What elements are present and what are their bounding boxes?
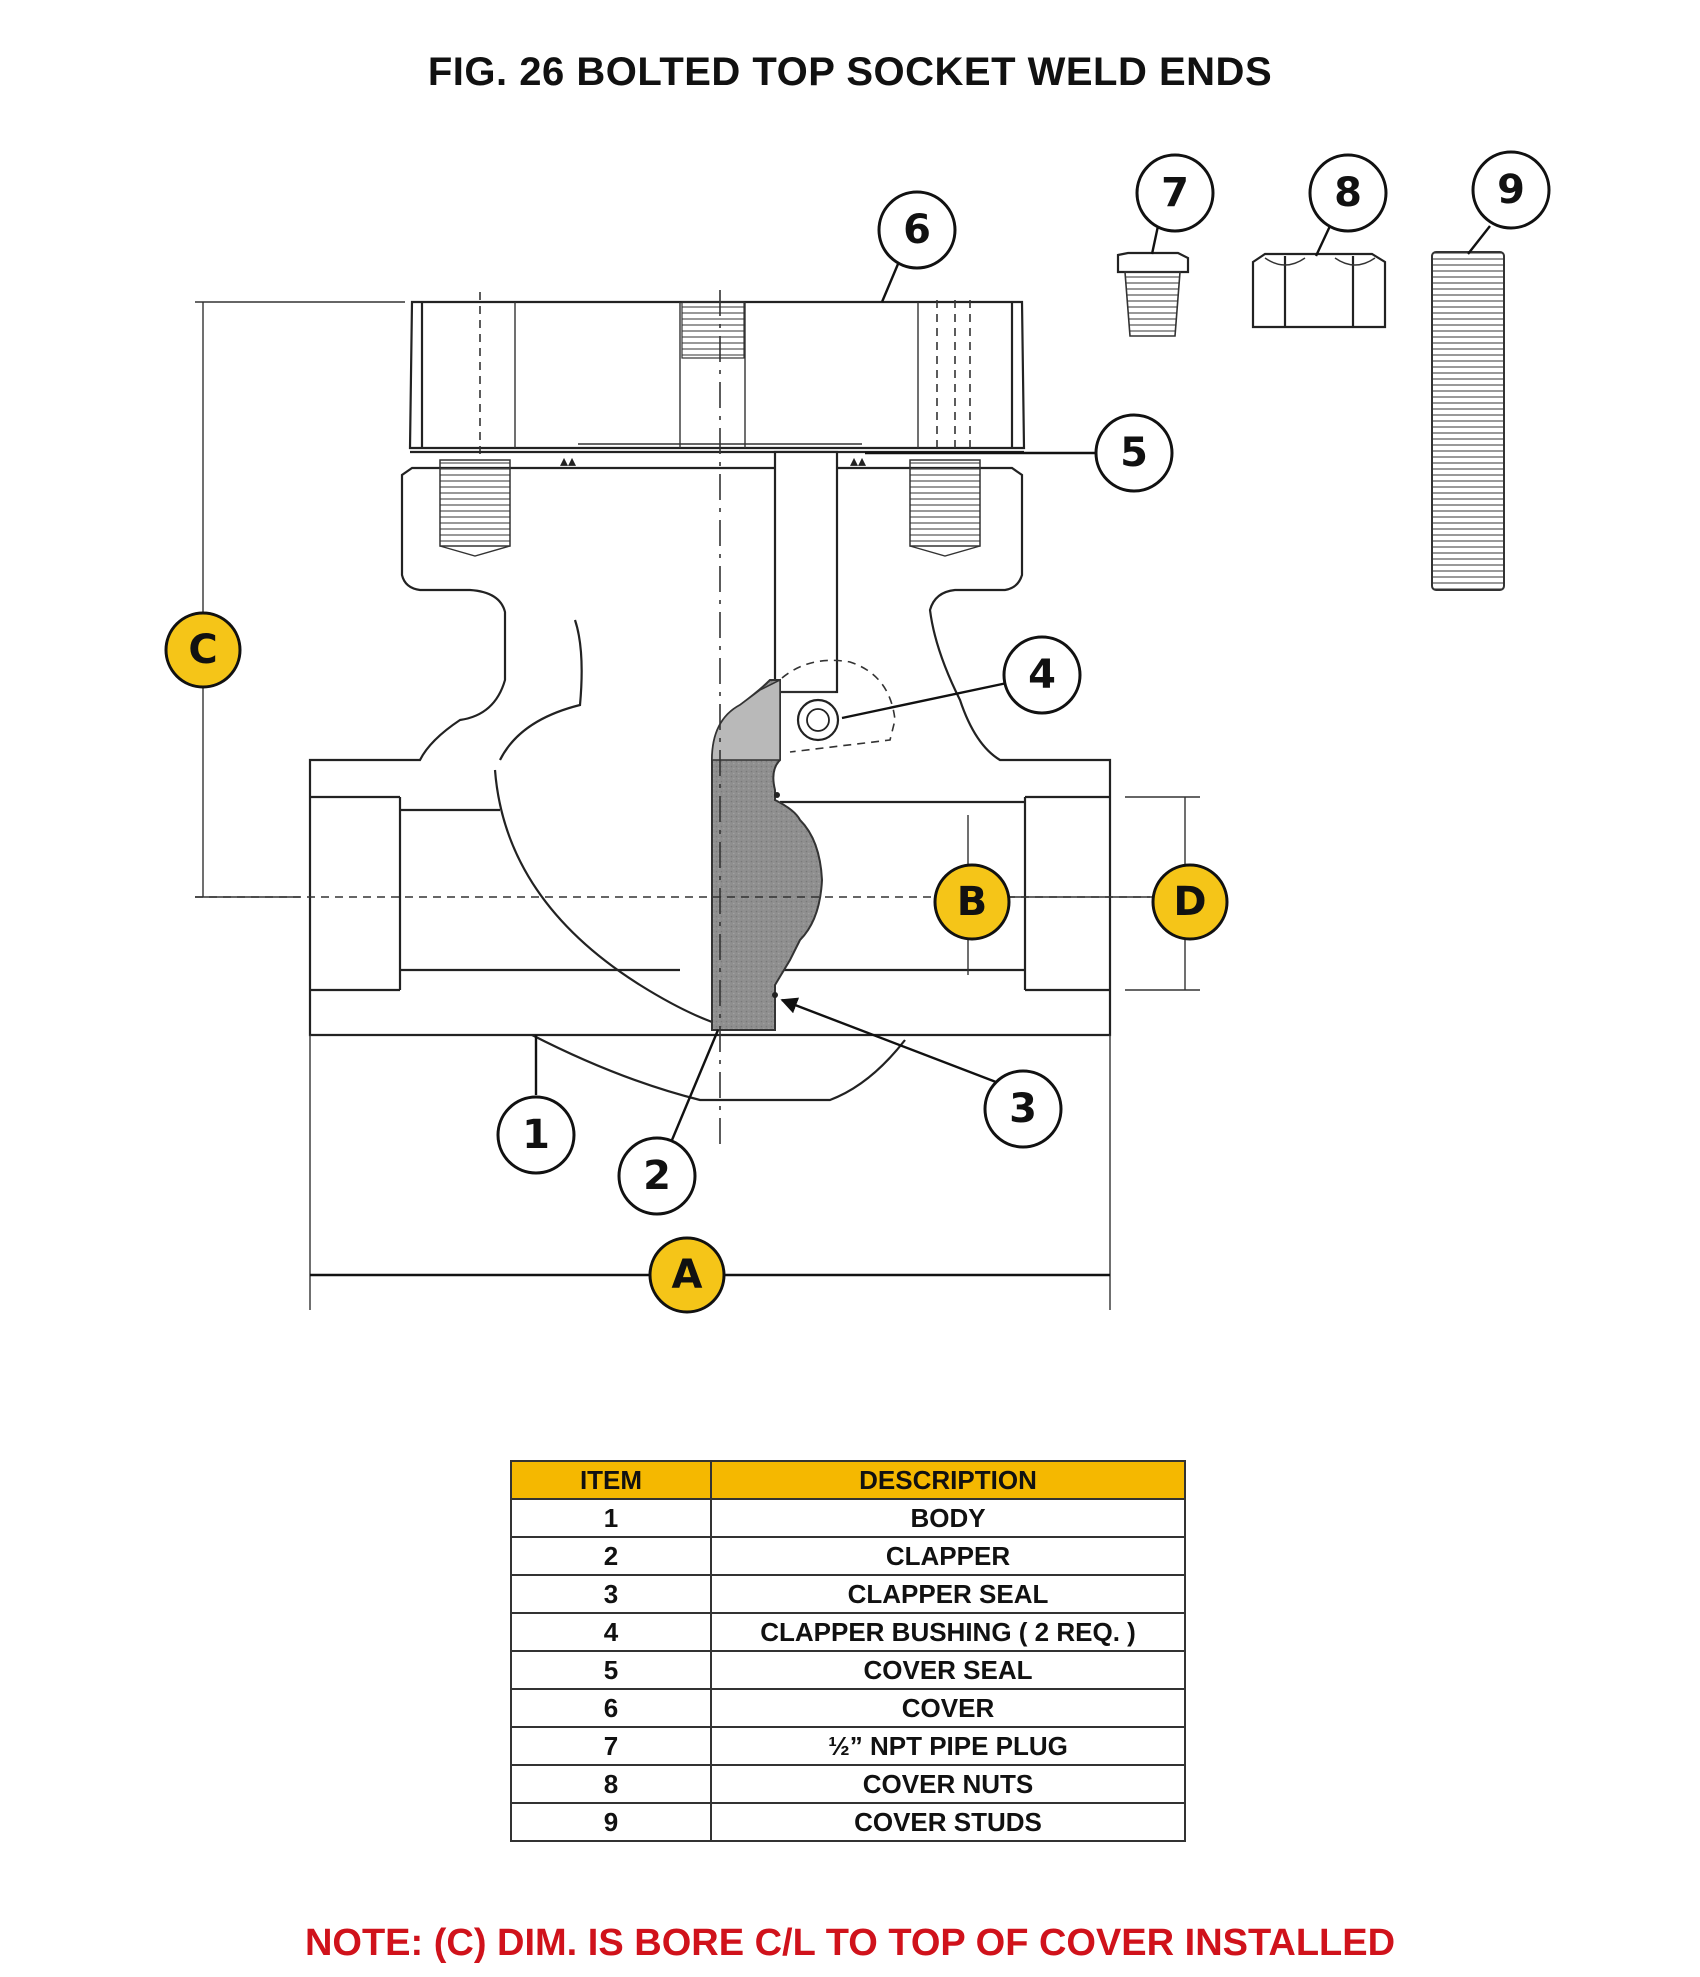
figure-title: FIG. 26 BOLTED TOP SOCKET WELD ENDS — [427, 50, 1273, 94]
item-number: 5 — [510, 1650, 712, 1690]
pipe-plug — [1116, 251, 1190, 337]
svg-text:C: C — [188, 627, 217, 673]
dimension-d-marker: D — [1151, 863, 1229, 941]
svg-text:3: 3 — [1009, 1086, 1037, 1132]
svg-text:8: 8 — [1334, 170, 1362, 216]
callout-3: 3 — [983, 1069, 1063, 1149]
svg-text:6: 6 — [903, 207, 931, 253]
callout-8: 8 — [1308, 153, 1388, 233]
svg-text:▴▴: ▴▴ — [560, 451, 576, 470]
column-header-item: ITEM — [510, 1460, 712, 1500]
item-description: BODY — [710, 1498, 1186, 1538]
svg-text:A: A — [672, 1252, 703, 1298]
callout-2: 2 — [617, 1136, 697, 1216]
body: ▴▴ ▴▴ — [308, 450, 1112, 1102]
item-number: 6 — [510, 1688, 712, 1728]
callout-9: 9 — [1471, 150, 1551, 230]
item-number: 3 — [510, 1574, 712, 1614]
svg-text:2: 2 — [643, 1153, 671, 1199]
item-description: COVER — [710, 1688, 1186, 1728]
dimension-a-marker: A — [648, 1236, 726, 1314]
cover — [408, 292, 1026, 460]
dimension-c-marker: C — [164, 611, 242, 689]
svg-text:B: B — [957, 879, 988, 925]
svg-text:▴▴: ▴▴ — [850, 451, 866, 470]
installation-note: NOTE: (C) DIM. IS BORE C/L TO TOP OF COV… — [304, 1922, 1396, 1964]
svg-text:5: 5 — [1120, 430, 1148, 476]
item-description: CLAPPER — [710, 1536, 1186, 1576]
svg-text:4: 4 — [1028, 652, 1056, 698]
cover-nut — [1251, 252, 1387, 329]
item-number: 2 — [510, 1536, 712, 1576]
svg-text:7: 7 — [1161, 170, 1189, 216]
item-number: 8 — [510, 1764, 712, 1804]
column-header-description: DESCRIPTION — [710, 1460, 1186, 1500]
svg-text:9: 9 — [1497, 167, 1525, 213]
callout-7: 7 — [1135, 153, 1215, 233]
item-description: COVER NUTS — [710, 1764, 1186, 1804]
parts-table-header-row: ITEM DESCRIPTION — [510, 1460, 1186, 1500]
callout-4: 4 — [1002, 635, 1082, 715]
item-description: CLAPPER BUSHING ( 2 REQ. ) — [710, 1612, 1186, 1652]
item-description: COVER STUDS — [710, 1802, 1186, 1842]
callout-leaders — [534, 225, 1491, 1141]
item-description: COVER SEAL — [710, 1650, 1186, 1690]
callout-1: 1 — [496, 1095, 576, 1175]
item-number: 4 — [510, 1612, 712, 1652]
item-description: CLAPPER SEAL — [710, 1574, 1186, 1614]
svg-text:D: D — [1173, 879, 1206, 925]
item-description: ½” NPT PIPE PLUG — [710, 1726, 1186, 1766]
clapper — [711, 659, 896, 1031]
cover-stud — [1431, 251, 1505, 591]
item-number: 9 — [510, 1802, 712, 1842]
callout-6: 6 — [877, 190, 957, 270]
callout-5: 5 — [1094, 413, 1174, 493]
item-number: 7 — [510, 1726, 712, 1766]
item-number: 1 — [510, 1498, 712, 1538]
dimension-b-marker: B — [933, 863, 1011, 941]
svg-text:1: 1 — [522, 1112, 550, 1158]
